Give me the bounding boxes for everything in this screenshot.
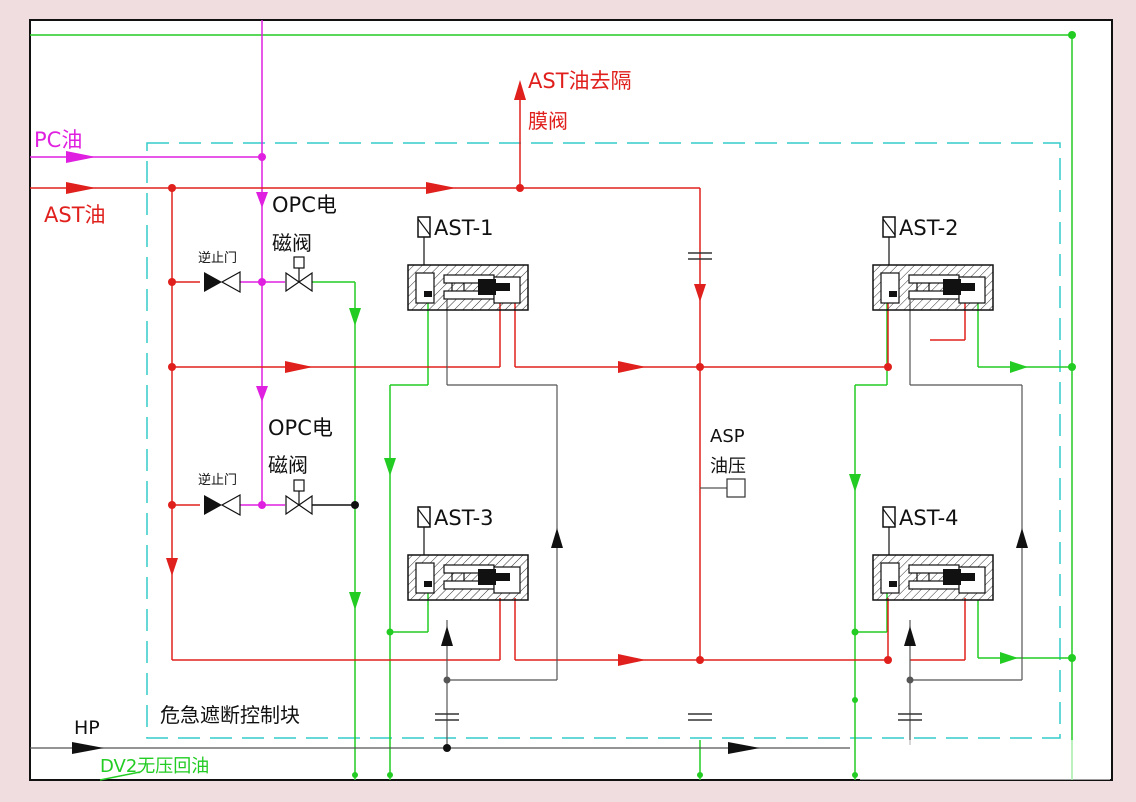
dv2-drain-label: DV2无压回油 [100, 756, 209, 777]
emergency-block-border [146, 142, 1061, 739]
valve-body [407, 264, 529, 311]
ast-valve-label: AST-2 [899, 216, 959, 240]
edge-fade [860, 740, 1110, 780]
ast-to-diaphragm-label-1: AST油去隔 [528, 69, 632, 93]
check-valve-icon [204, 270, 241, 294]
drain-nodes [352, 31, 1076, 778]
asp-label-1: ASP [710, 426, 745, 447]
opc-solenoid-valve-icon [285, 479, 313, 516]
signal-nodes [443, 676, 914, 684]
ast-valve-label: AST-3 [434, 506, 494, 530]
check-valve-1-label: 逆止门 [198, 250, 237, 266]
pc-oil-label: PC油 [34, 128, 82, 152]
asp-label-2: 油压 [710, 456, 746, 477]
ast-to-diaphragm-label-2: 膜阀 [528, 109, 568, 133]
hp-label: HP [74, 717, 100, 739]
ast-valve-3: AST-3 [407, 506, 529, 601]
ast-oil-arrows [66, 80, 892, 666]
opc-valve-2-label-2: 磁阀 [268, 453, 308, 477]
drawing-frame [29, 19, 1113, 781]
drain-arrows [349, 308, 1028, 664]
pc-oil-arrows [66, 151, 268, 509]
ast-valve-label: AST-1 [434, 216, 494, 240]
valve-body [872, 554, 994, 601]
ast-oil-label: AST油 [44, 203, 106, 227]
ast-valve-2: AST-2 [872, 216, 994, 311]
ast-valve-4: AST-4 [872, 506, 994, 601]
solenoid-icon [417, 216, 431, 265]
opc-valve-1-label-2: 磁阀 [272, 231, 312, 255]
opc-valve-2-label-1: OPC电 [268, 416, 333, 440]
valve-body [872, 264, 994, 311]
ast-valve-label: AST-4 [899, 506, 959, 530]
solenoid-icon [882, 506, 896, 555]
asp-gauge-icon [726, 478, 746, 498]
orifice-symbols [435, 252, 922, 721]
ast-valve-1: AST-1 [407, 216, 529, 311]
solenoid-icon [417, 506, 431, 555]
opc-solenoid-valve-icon [285, 256, 313, 293]
emergency-block-label: 危急遮断控制块 [160, 703, 300, 727]
check-valve-icon [204, 493, 241, 517]
valve-body [407, 554, 529, 601]
drawing-area [30, 20, 1112, 780]
check-valve-2-label: 逆止门 [198, 472, 237, 488]
solenoid-icon [882, 216, 896, 265]
signal-arrows [72, 501, 1028, 754]
opc-valve-1-label-1: OPC电 [272, 193, 337, 217]
